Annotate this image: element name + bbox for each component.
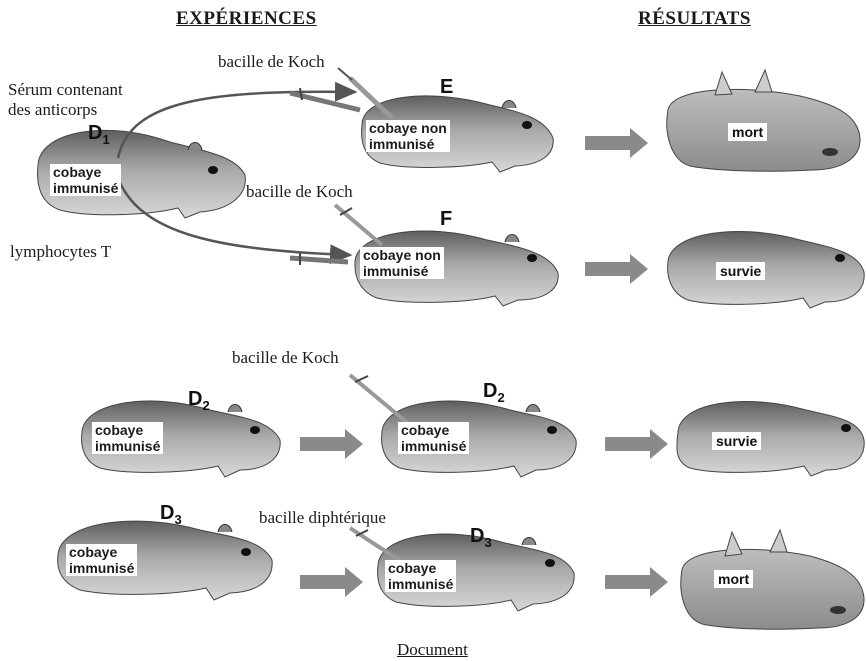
syringe-koch-f-icon — [333, 203, 384, 247]
label-bacille-koch-f: bacille de Koch — [246, 182, 353, 201]
syringe-lymphocyte-icon — [289, 253, 349, 265]
syringe-koch-d2-icon — [348, 373, 412, 427]
label-lymphocytes: lymphocytes T — [10, 242, 112, 261]
arrow-d3-inject — [300, 567, 363, 597]
label-bacille-koch-d2: bacille de Koch — [232, 348, 339, 367]
tag-d2b: D2 — [483, 380, 505, 405]
tag-d3b: D3 — [470, 525, 492, 550]
syringe-serum-icon — [289, 87, 361, 113]
guinea-pig-result-d3-dead — [680, 528, 865, 630]
result-f: survie — [716, 262, 766, 280]
arrow-lymphocyte-transfer — [116, 177, 353, 265]
arrow-serum-transfer — [116, 81, 358, 159]
arrow-e-result — [585, 128, 648, 158]
result-e: mort — [728, 123, 768, 141]
guinea-pig-d2a — [81, 400, 281, 478]
guinea-pig-e — [361, 95, 554, 173]
guinea-pig-result-f-survie — [667, 231, 865, 309]
syringe-koch-e-icon — [337, 67, 394, 120]
guinea-pig-d1 — [37, 129, 246, 219]
result-d2: survie — [712, 432, 762, 450]
guinea-pig-result-d2-survie — [676, 401, 865, 477]
header-resultats: RÉSULTATS — [638, 8, 751, 29]
label-serum-2: des anticorps — [8, 100, 98, 119]
tag-e: E — [440, 76, 454, 98]
label-bacille-koch-e: bacille de Koch — [218, 52, 325, 71]
tag-d1: D1 — [88, 122, 110, 147]
arrow-d3-result — [605, 567, 668, 597]
syringe-diphterique-icon — [348, 526, 404, 564]
block-arrows — [300, 128, 668, 597]
guinea-pig-result-e-dead — [666, 68, 861, 172]
guinea-pig-d3a — [57, 520, 273, 601]
guinea-pig-d2b — [381, 400, 577, 478]
tag-d2a: D2 — [188, 388, 210, 413]
arrow-d2-result — [605, 429, 668, 459]
arrow-f-result — [585, 254, 648, 284]
header-experiences: EXPÉRIENCES — [176, 8, 317, 29]
result-d3: mort — [714, 570, 754, 588]
tag-d3a: D3 — [160, 502, 182, 527]
arrow-d2-inject — [300, 429, 363, 459]
label-bacille-diphterique: bacille diphtérique — [259, 508, 386, 527]
tag-f: F — [440, 208, 453, 230]
footer-document: Document — [397, 640, 468, 659]
label-serum: Sérum contenant — [8, 80, 123, 99]
